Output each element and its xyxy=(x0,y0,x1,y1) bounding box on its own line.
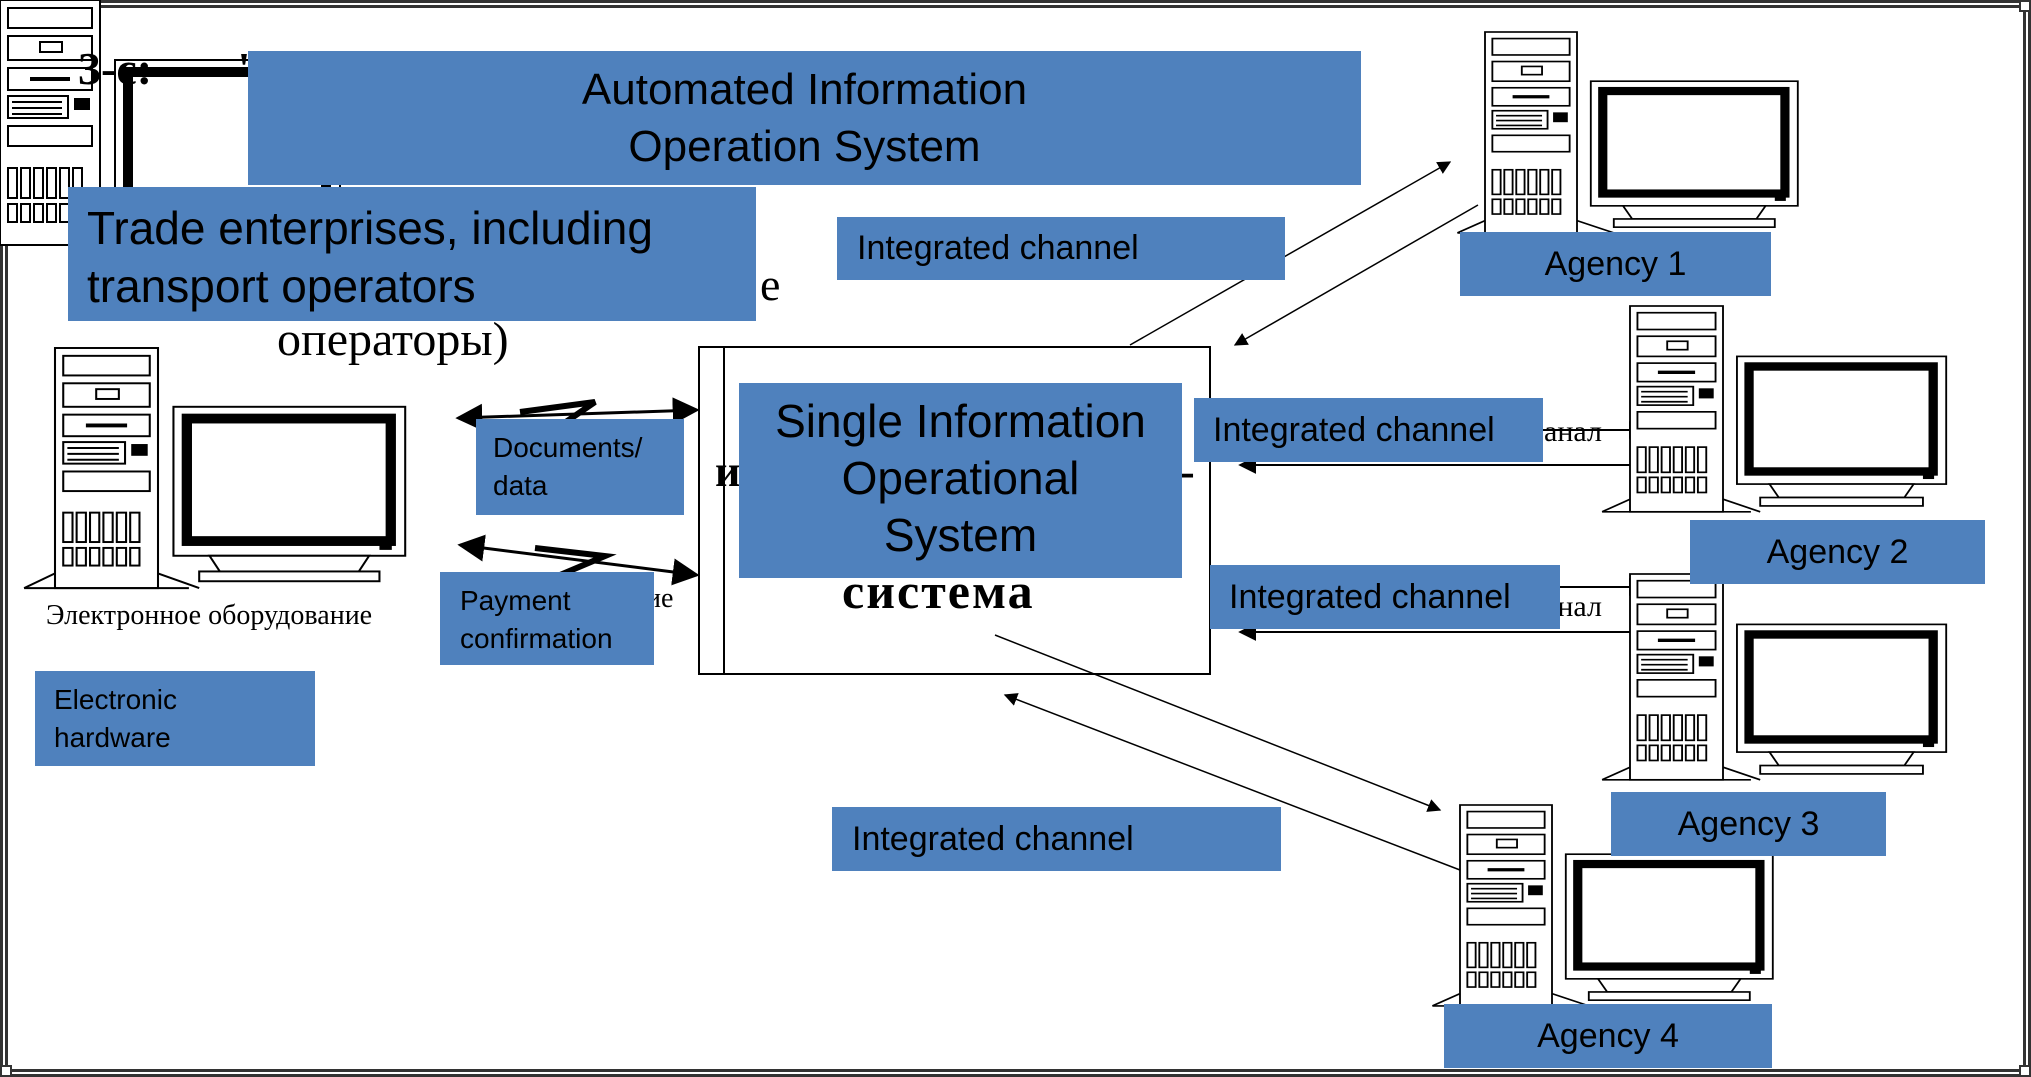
agency-1-label: Agency 1 xyxy=(1460,232,1771,296)
payment-confirmation-label: Payment confirmation xyxy=(440,572,654,665)
integrated-channel-text: Integrated channel xyxy=(1213,411,1495,449)
electronic-hardware-label: Electronic hardware xyxy=(35,671,315,766)
single-system-label: Single Information Operational System xyxy=(739,383,1182,578)
computer-workstation-icon xyxy=(1457,32,1797,233)
agency-3-label: Agency 3 xyxy=(1611,792,1886,856)
integrated-channel-text: Integrated channel xyxy=(852,820,1134,858)
agency-2-text: Agency 2 xyxy=(1766,533,1909,571)
agency-1-text: Agency 1 xyxy=(1544,245,1687,283)
computer-workstation-icon xyxy=(24,348,405,588)
computer-workstation-icon xyxy=(1602,306,1946,512)
channel-text-ru: анал xyxy=(1544,415,1602,448)
integrated-channel-label-mid-1: Integrated channel xyxy=(1194,398,1543,462)
integrated-channel-label-mid-2: Integrated channel xyxy=(1210,565,1560,629)
slide-number: 3-с: xyxy=(78,43,153,94)
agency-3-text: Agency 3 xyxy=(1677,805,1820,843)
frame-corner xyxy=(2019,0,2031,12)
integrated-channel-text: Integrated channel xyxy=(857,229,1139,267)
arrow-to-agency-1 xyxy=(1129,161,1452,346)
computer-workstation-icon xyxy=(1602,574,1946,780)
trade-enterprises-label: Trade enterprises, including transport o… xyxy=(68,187,756,321)
electronic-equipment-text-ru: Электронное оборудование xyxy=(46,600,373,631)
single-system-text: Single Information Operational System xyxy=(775,395,1146,561)
text-fragment: - xyxy=(1180,447,1195,496)
agency-2-label: Agency 2 xyxy=(1690,520,1985,584)
documents-data-text: Documents/ data xyxy=(493,432,643,501)
zigzag-documents xyxy=(519,399,597,429)
arrow-payment-confirmation xyxy=(457,534,700,586)
text-fragment: и xyxy=(715,447,741,496)
electronic-hardware-text: Electronic hardware xyxy=(54,684,177,753)
integrated-channel-label-top: Integrated channel xyxy=(837,217,1285,280)
trade-enterprises-text: Trade enterprises, including transport o… xyxy=(87,202,653,312)
arrow-from-agency-4 xyxy=(1003,693,1461,871)
arrow-to-agency-4 xyxy=(994,634,1442,812)
frame-corner xyxy=(0,1065,12,1077)
payment-confirmation-text: Payment confirmation xyxy=(460,585,613,654)
integrated-channel-label-bottom: Integrated channel xyxy=(832,807,1281,871)
zigzag-payment xyxy=(534,545,617,578)
frame-corner xyxy=(2019,1065,2031,1077)
operators-text-ru: операторы) xyxy=(277,313,509,366)
arrow-from-agency-1 xyxy=(1233,204,1479,346)
agency-4-text: Agency 4 xyxy=(1537,1017,1679,1055)
documents-data-label: Documents/ data xyxy=(476,419,684,515)
title-label: Automated Information Operation System xyxy=(248,51,1361,185)
agency-4-label: Agency 4 xyxy=(1444,1004,1772,1068)
text-fragment: е xyxy=(760,259,781,310)
integrated-channel-text: Integrated channel xyxy=(1229,578,1511,616)
title-text: Automated Information Operation System xyxy=(581,65,1028,171)
